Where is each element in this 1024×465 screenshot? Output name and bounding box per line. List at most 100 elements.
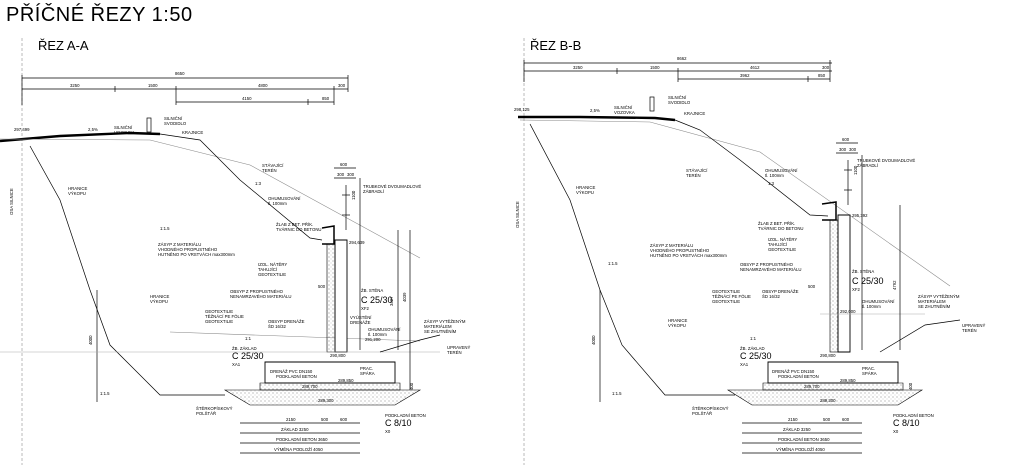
b-dim-part-2: 1500 <box>650 65 660 70</box>
bottom2-1: ZÁKLAD 3250 <box>281 427 309 432</box>
gutter-label-1: ŽLAB Z BET. PŘÍK. <box>276 222 313 227</box>
dim-part-3: 4800 <box>258 83 268 88</box>
cement-2: POLŠTÁŘ <box>196 411 216 416</box>
drainage-fill <box>326 243 336 353</box>
b-obsyp-2: NENAMRZAVÉHO MATERIÁLU <box>740 267 801 272</box>
b-backfill-1: ZÁSYP Z MATERIÁLU <box>650 243 693 248</box>
backfill2-label-2: MATERIÁLEM <box>424 324 452 329</box>
b-excavation-boundary <box>529 123 735 396</box>
insul-label-3: GEOTEXTILIE <box>258 272 286 277</box>
b-joint-2: SPÁRA <box>862 371 877 376</box>
level-5: 289,300 <box>318 398 334 403</box>
dim-400: 400 <box>409 382 414 390</box>
road-barrier-icon <box>146 117 152 133</box>
rail-label-1: TRUBKOVÉ DVOUMADLOVÉ <box>363 184 421 189</box>
b-lean-concrete <box>762 382 904 391</box>
b-road-slope: 2,5% <box>590 108 600 113</box>
humus-label-2: tl. 100mm <box>268 201 287 206</box>
b-geotex-2: TĚŽNÁCÍ PE FÓLIE <box>712 294 751 299</box>
b-dim-400: 400 <box>908 382 913 390</box>
geotex-label-2: TĚŽNÁCÍ PE FÓLIE <box>205 314 244 319</box>
dim-4039: 4039 <box>402 292 407 302</box>
b-rail-2: ZÁBRADLÍ <box>857 163 879 168</box>
b-dim-4000: 4000 <box>591 335 596 345</box>
b-backfill-3: HUTNĚNO PO VRSTVÁCH max300mm <box>650 253 727 258</box>
b-level-3: 289,850 <box>840 378 856 383</box>
b-road-level: 298,125 <box>514 107 530 112</box>
b-existing-2: TERÉN <box>686 173 701 178</box>
b-excav-2: VÝKOPU <box>576 190 594 195</box>
lean-2: C 8/10 <box>385 418 412 428</box>
b-drain-fill-2: ŠD 16/32 <box>762 294 781 299</box>
b-insul-2: TAHUJÍCÍ <box>768 242 788 247</box>
b-road-label-1: SILNIČNÍ <box>614 105 633 110</box>
found-mat-1: ŽB. ZÁKLAD <box>232 346 257 351</box>
wall-top-level: 294,639 <box>349 240 365 245</box>
b-barrier-label-2: SVODIDLO <box>668 100 691 105</box>
b-dim-1100: 1100 <box>853 165 858 175</box>
level-2: 290,800 <box>330 353 346 358</box>
drain-out-label-2: DRENÁŽE <box>350 320 371 325</box>
b-found-mat-1: ŽB. ZÁKLAD <box>740 346 765 351</box>
dim-sub-1: 4150 <box>242 96 252 101</box>
drain-pvc-1: DRENÁŽ PVC DN150 <box>270 369 313 374</box>
obsyp-label-1: OBSYP Z PROPUSTNÉHO <box>230 289 284 294</box>
dim-3427: 3427 <box>389 296 394 306</box>
dim-ticks <box>21 75 349 105</box>
b-dim-sub-2: 850 <box>818 73 826 78</box>
level-4: 289,700 <box>302 384 318 389</box>
section-b-b: ŘEZ B-B OSA SILNICE 8662 3250 1500 4612 … <box>514 38 985 465</box>
b-fill-slope <box>674 119 829 217</box>
b-existing-terrain <box>519 119 951 287</box>
b-level-5: 289,300 <box>820 398 836 403</box>
b-dim-part-4: 300 <box>822 65 830 70</box>
lean-1: PODKLADNÍ BETON <box>385 413 426 418</box>
b-road-label-2: VOZOVKA <box>614 110 635 115</box>
b-ratio-3: 1:3 <box>768 181 775 186</box>
axis-label: OSA SILNICE <box>9 188 14 215</box>
ratio-1: 1:1 <box>245 336 252 341</box>
b-ratio-2: 1:1.5 <box>608 261 618 266</box>
drawing-title: PŘÍČNÉ ŘEZY 1:50 <box>6 3 193 26</box>
bottom-dim-3: 600 <box>340 417 348 422</box>
b-obsyp-1: OBSYP Z PROPUSTNÉHO <box>740 262 794 267</box>
backfill-label-1: ZÁSYP Z MATERIÁLU <box>158 242 201 247</box>
b-dim-500: 500 <box>808 284 816 289</box>
insul-label-2: TAHUJÍCÍ <box>258 267 278 272</box>
excav-label-2: VÝKOPU <box>68 191 86 196</box>
b-drain-pvc-2: PODKLADNÍ BETON <box>778 374 819 379</box>
dim-sub-2: 850 <box>322 96 330 101</box>
existing-label-1: STÁVAJÍCÍ <box>262 163 284 168</box>
road-barrier-label-2: SVODIDLO <box>164 121 187 126</box>
b-barrier-label-1: SILNIČNÍ <box>668 95 687 100</box>
b-dim-600: 600 <box>842 137 850 142</box>
obsyp-label-2: NENAMRZAVÉHO MATERIÁLU <box>230 294 291 299</box>
dim-500: 500 <box>318 284 326 289</box>
ratio-3: 1:3 <box>255 181 262 186</box>
modified-label-2: TERÉN <box>447 350 462 355</box>
b-gravel-cushion <box>726 389 924 406</box>
b-found-mat-2: C 25/30 <box>740 351 772 361</box>
humus-label-1: OHUMUSOVÁNÍ <box>268 196 301 201</box>
b-found-mat-3: XA1 <box>740 362 749 367</box>
drain-pvc-2: PODKLADNÍ BETON <box>276 374 317 379</box>
b-cement-2: POLŠTÁŘ <box>692 411 712 416</box>
b-backfill-2: VHODNÉHO PROPUSTNÉHO <box>650 248 710 253</box>
bottom-dim-2: 500 <box>321 417 329 422</box>
b-excav2-2: VÝKOPU <box>668 323 686 328</box>
drain-fill-label-2: ŠD 16/32 <box>268 324 287 329</box>
wall-mat-3: XF2 <box>361 306 369 311</box>
dim-300a: 300 <box>337 172 345 177</box>
humus2-label-2: tl. 100mm <box>368 332 387 337</box>
b-humus2-2: tl. 100mm <box>862 304 881 309</box>
b-road-surface <box>518 115 676 122</box>
b-dim-300b: 300 <box>849 147 857 152</box>
gravel-cushion <box>223 389 422 406</box>
b-drain-pvc-1: DRENÁŽ PVC DN150 <box>772 369 815 374</box>
ratio-2: 1:1.5 <box>160 226 170 231</box>
b-lean-2: C 8/10 <box>893 418 920 428</box>
drain-out-label-1: VYÚSTĚNÍ <box>350 315 372 320</box>
b-backfill2-3: SE ZHUTNĚNÍM <box>918 304 951 309</box>
b-dim-total: 8662 <box>677 56 687 61</box>
